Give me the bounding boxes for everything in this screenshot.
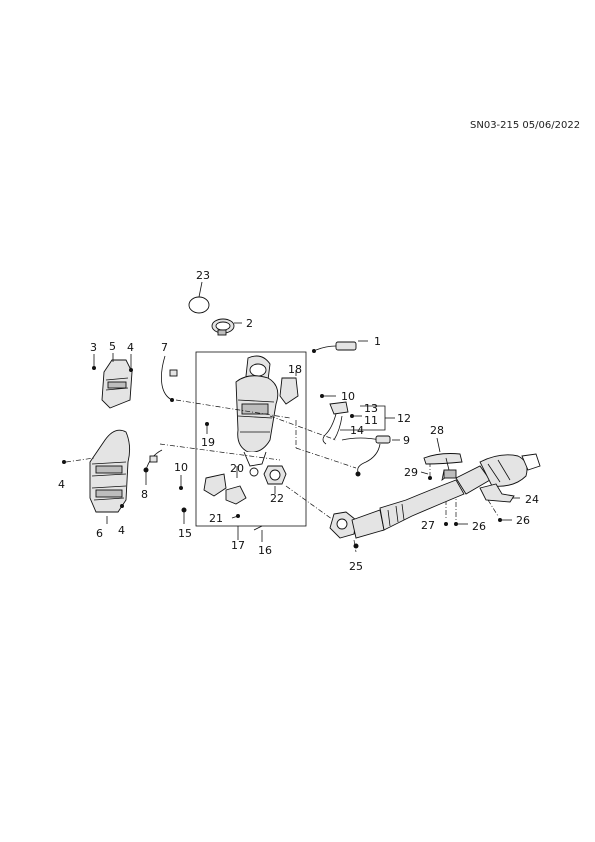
callout-10-left: 10 [174,461,188,474]
catalyst-assembly-frame [195,351,307,527]
callout-18: 18 [288,363,302,376]
callout-4-top: 4 [127,341,134,354]
oxygen-sensor-part-1 [312,340,368,353]
callout-4-left: 4 [58,478,65,491]
clamp-part-2 [211,318,242,336]
callout-15: 15 [178,527,192,540]
callout-6: 6 [96,527,103,540]
callout-14: 14 [350,424,364,437]
callout-20: 20 [230,462,244,475]
hanger-part-24 [479,483,520,503]
hanger-part-28 [420,437,463,481]
callout-22: 22 [270,492,284,505]
callout-2: 2 [246,317,253,330]
callout-16: 16 [258,544,272,557]
lower-bracket-part-20 [179,466,247,524]
callout-29: 29 [404,466,418,479]
oxygen-sensor-part-8 [143,449,163,485]
callout-13: 13 [364,402,378,415]
heat-shield-part-5 [92,353,133,409]
callout-26-left: 26 [472,520,486,533]
callout-1: 1 [374,335,381,348]
callout-11: 11 [364,414,378,427]
oxygen-sensor-part-7 [161,355,178,402]
callout-8: 8 [141,488,148,501]
callout-19: 19 [201,436,215,449]
callout-9: 9 [403,434,410,447]
bolt-part-16 [237,525,263,542]
callout-28: 28 [430,424,444,437]
callout-23: 23 [196,269,210,282]
callout-17: 17 [231,539,245,552]
callout-4-bottom: 4 [118,524,125,537]
bolt-part-19 [205,422,209,434]
callout-21: 21 [209,512,223,525]
callout-26-right: 26 [516,514,530,527]
callout-5: 5 [109,340,116,353]
bolts-parts-26-27 [444,518,512,526]
bracket-part-18 [279,370,299,405]
callout-24: 24 [525,493,539,506]
bracket-group-parts-11-14 [320,394,395,445]
exhaust-manifold-part-6 [62,429,131,524]
oxygen-sensor-part-9 [341,435,400,477]
gasket-part-22 [263,465,287,494]
callout-12: 12 [397,412,411,425]
document-code: SN03-215 05/06/2022 [470,120,581,131]
front-exhaust-pipe [329,453,541,549]
callout-25: 25 [349,560,363,573]
catalytic-converter [235,355,279,477]
callout-27: 27 [421,519,435,532]
callout-10-right: 10 [341,390,355,403]
gasket-ring-part-23 [188,281,210,314]
callout-3: 3 [90,341,97,354]
callout-7: 7 [161,341,168,354]
